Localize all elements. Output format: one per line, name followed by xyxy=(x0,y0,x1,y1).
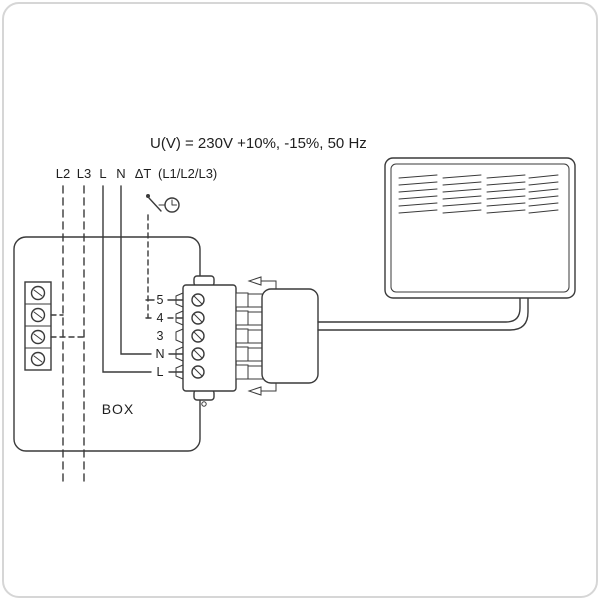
terminal-number-4: 4 xyxy=(157,311,164,325)
terminal-number-5: 5 xyxy=(157,293,164,307)
wire-labels: L2 L3 L N ΔT (L1/L2/L3) xyxy=(56,166,218,181)
wire-label-l: L xyxy=(99,166,106,181)
heater-grille xyxy=(398,174,559,214)
wire-label-l2: L2 xyxy=(56,166,70,181)
wire-label-alt: (L1/L2/L3) xyxy=(158,166,217,181)
terminal-number-l: L xyxy=(157,365,164,379)
connector-screw-slot-5 xyxy=(193,367,203,377)
connector-screw-slot-2 xyxy=(193,313,203,323)
heater-inner-panel xyxy=(390,163,570,293)
plug-bottom-latch-tip xyxy=(247,386,262,396)
wire-clip-5 xyxy=(175,364,184,380)
wire-label-n: N xyxy=(116,166,125,181)
junction-box-label: BOX xyxy=(102,401,135,417)
clock-hands xyxy=(171,199,177,206)
connector-tooth-2 xyxy=(235,310,249,326)
wire-clip-2 xyxy=(175,310,184,326)
connector-tooth-4 xyxy=(235,346,249,362)
connector-block xyxy=(175,275,249,407)
grille-column-2 xyxy=(442,174,482,214)
plug-body xyxy=(261,288,319,384)
switch-contact-dot xyxy=(146,194,150,198)
grille-column-1 xyxy=(398,174,438,214)
wire-clip-3 xyxy=(175,328,184,344)
cable-outer-line xyxy=(317,297,529,331)
connector-screw-slot-1 xyxy=(193,295,203,305)
box-terminal-strip xyxy=(24,281,85,371)
power-cable xyxy=(317,297,529,331)
terminal-strip-dividers xyxy=(24,303,52,349)
grille-column-4 xyxy=(528,174,559,214)
grille-column-3 xyxy=(486,174,526,214)
voltage-spec: U(V) = 230V +10%, -15%, 50 Hz xyxy=(150,135,367,152)
wire-clip-1 xyxy=(175,292,184,308)
plug xyxy=(247,276,319,396)
cable-inner-line xyxy=(317,297,521,323)
heater-body xyxy=(384,157,576,299)
timer-switch xyxy=(146,194,180,213)
screw-slot-2 xyxy=(33,311,43,319)
wire-label-l3: L3 xyxy=(77,166,91,181)
plug-top-latch xyxy=(260,280,277,290)
terminal-number-n: N xyxy=(155,347,164,361)
connector-tooth-5 xyxy=(235,364,249,380)
switch-blade xyxy=(148,197,162,212)
connector-bottom-pin xyxy=(201,401,207,407)
terminal-number-3: 3 xyxy=(157,329,164,343)
screw-slot-4 xyxy=(33,355,43,363)
screw-slot-1 xyxy=(33,289,43,297)
n-wire xyxy=(120,185,152,355)
connector-body xyxy=(182,284,237,392)
plug-top-latch-tip xyxy=(247,276,262,286)
wire-label-dt: ΔT xyxy=(135,166,152,181)
heater xyxy=(384,157,576,299)
plug-bottom-latch xyxy=(260,382,277,392)
supply-wires xyxy=(62,185,184,484)
screw-slot-3 xyxy=(33,333,43,341)
connector-screw-slot-3 xyxy=(193,331,203,341)
connector-screw-slot-4 xyxy=(193,349,203,359)
terminal-numbers: 5 4 3 N L xyxy=(155,293,164,379)
wire-clip-4 xyxy=(175,346,184,362)
l-wire xyxy=(102,185,152,373)
connector-tooth-1 xyxy=(235,292,249,308)
connector-tooth-3 xyxy=(235,328,249,344)
